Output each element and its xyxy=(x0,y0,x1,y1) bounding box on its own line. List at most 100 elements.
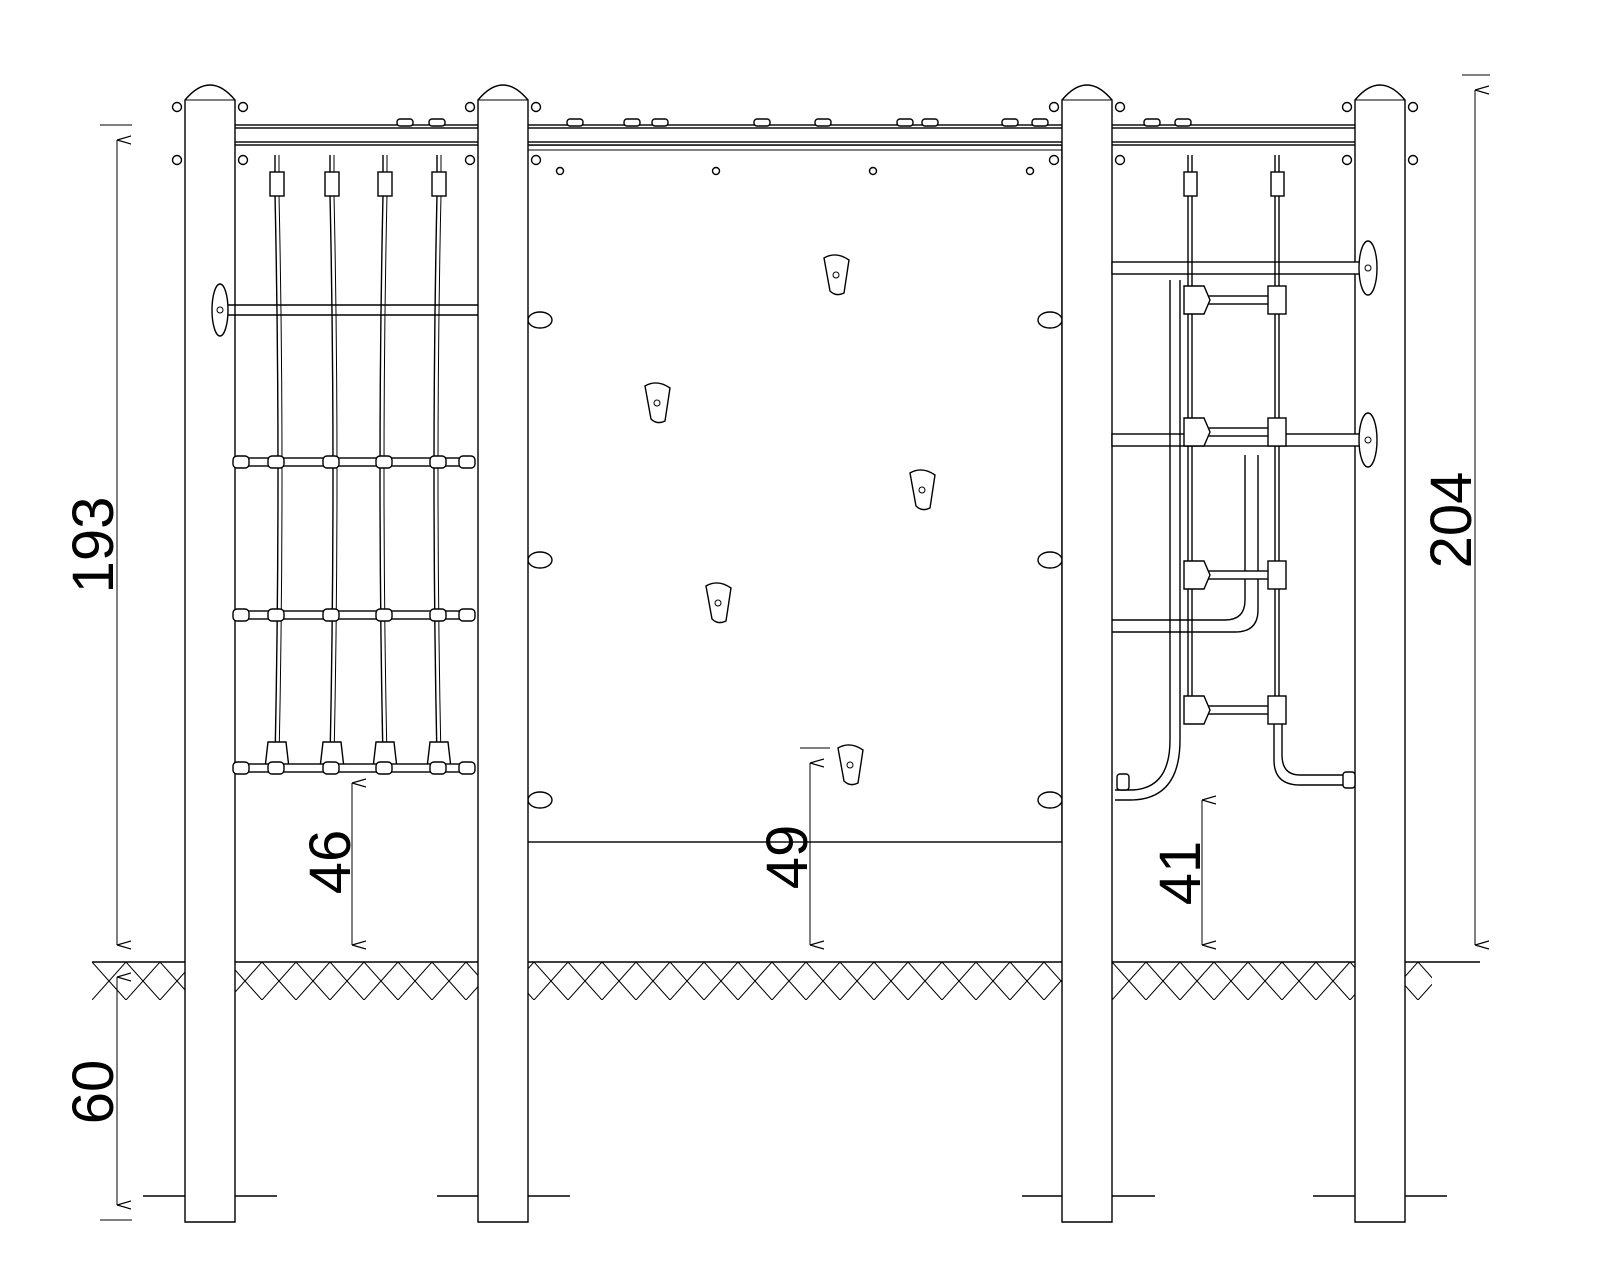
dim-total-height: 193 xyxy=(61,497,126,594)
beam-fitting xyxy=(396,118,414,127)
bolt-icon xyxy=(464,154,476,166)
rung-connector xyxy=(1183,417,1211,447)
beam-fitting xyxy=(428,118,446,127)
wall-bracket xyxy=(527,791,553,809)
bolt-icon xyxy=(1341,101,1353,113)
rung-connector xyxy=(1183,560,1211,590)
post-body xyxy=(477,84,529,1223)
beam-fitting xyxy=(814,118,832,127)
bolt-icon xyxy=(216,306,224,314)
dim-ladder-bottom: 41 xyxy=(1148,841,1213,906)
bolt-icon xyxy=(171,154,183,166)
bolt-icon xyxy=(1114,154,1126,166)
rung-joint xyxy=(232,761,250,775)
beam-fitting xyxy=(566,118,584,127)
bolt-icon xyxy=(1114,101,1126,113)
ground xyxy=(92,961,1480,1000)
rung-joint xyxy=(458,455,476,469)
posts xyxy=(171,84,1419,1223)
bolt-icon xyxy=(1048,101,1060,113)
climbing-wall-panel xyxy=(526,144,1063,843)
beam-fitting xyxy=(921,118,939,127)
wall-bracket xyxy=(1037,791,1063,809)
rung-joint xyxy=(429,608,447,622)
beam-fitting xyxy=(1174,118,1192,127)
bolt-icon xyxy=(530,101,542,113)
bolt-icon xyxy=(237,101,249,113)
wall-bracket xyxy=(527,311,553,329)
rung-joint xyxy=(375,761,393,775)
wall-bracket xyxy=(1037,311,1063,329)
beam-fitting xyxy=(1001,118,1019,127)
beam-fitting xyxy=(753,118,771,127)
rope-ladder xyxy=(1111,155,1378,801)
top-beam xyxy=(211,118,1381,146)
horizontal-bar xyxy=(1111,261,1369,275)
rung-joint xyxy=(375,455,393,469)
rung-joint xyxy=(458,761,476,775)
wall-bracket xyxy=(527,551,553,569)
bent-pipe xyxy=(1281,720,1350,776)
bolt-icon xyxy=(846,761,854,769)
bolt-icon xyxy=(832,271,840,279)
bar-flange xyxy=(211,283,229,337)
rung-joint xyxy=(429,761,447,775)
rung-joint xyxy=(322,608,340,622)
post-body xyxy=(184,84,236,1223)
dim-overall-height: 204 xyxy=(1419,472,1484,569)
beam-fitting xyxy=(1031,118,1049,127)
pipe-cap xyxy=(1116,773,1130,791)
bolt-icon xyxy=(530,154,542,166)
bolt-icon xyxy=(237,154,249,166)
bar-flange xyxy=(1358,412,1378,468)
rung-connector xyxy=(1267,417,1287,447)
rung-joint xyxy=(322,761,340,775)
rope-clamp xyxy=(1183,171,1198,197)
climbing-hold xyxy=(823,254,850,296)
post xyxy=(1341,84,1419,1223)
rung-joint xyxy=(267,608,285,622)
beam-fitting xyxy=(896,118,914,127)
climbing-hold xyxy=(705,582,732,624)
beam-fitting xyxy=(651,118,669,127)
rung-joint xyxy=(232,608,250,622)
bolt-icon xyxy=(868,166,878,176)
rung-joint xyxy=(322,455,340,469)
post-body xyxy=(1061,84,1113,1223)
post xyxy=(464,84,542,1223)
rope-clamp xyxy=(269,171,285,197)
dimension-lines xyxy=(100,74,1490,1221)
bolt-icon xyxy=(1341,154,1353,166)
bar-flange xyxy=(1358,240,1378,296)
rung-connector xyxy=(1267,285,1287,315)
bolt-icon xyxy=(1048,154,1060,166)
bolt-icon xyxy=(1407,101,1419,113)
dim-net-bottom: 46 xyxy=(298,830,363,895)
rung-connector xyxy=(1183,285,1211,315)
bolt-icon xyxy=(1025,166,1035,176)
rope-net xyxy=(211,155,478,775)
dim-depth: 60 xyxy=(61,1060,126,1125)
rung-connector xyxy=(1267,695,1287,725)
side-rail xyxy=(1115,280,1181,801)
side-rail xyxy=(1115,280,1171,791)
bent-pipe xyxy=(1273,720,1350,786)
rung-joint xyxy=(429,455,447,469)
beam-fitting xyxy=(1143,118,1161,127)
dim-wall-bottom: 49 xyxy=(755,825,820,890)
rung-connector xyxy=(1267,560,1287,590)
post xyxy=(1048,84,1126,1223)
rope-clamp xyxy=(431,171,447,197)
bolt-icon xyxy=(1407,154,1419,166)
bolt-icon xyxy=(1364,264,1372,272)
wall-bracket xyxy=(1037,551,1063,569)
rope-clamp xyxy=(377,171,393,197)
climbing-hold xyxy=(644,382,671,424)
climbing-hold xyxy=(837,744,864,786)
rung-connector xyxy=(1183,695,1211,725)
post xyxy=(171,84,249,1223)
bolt-icon xyxy=(171,101,183,113)
pipe-cap xyxy=(1342,771,1356,789)
